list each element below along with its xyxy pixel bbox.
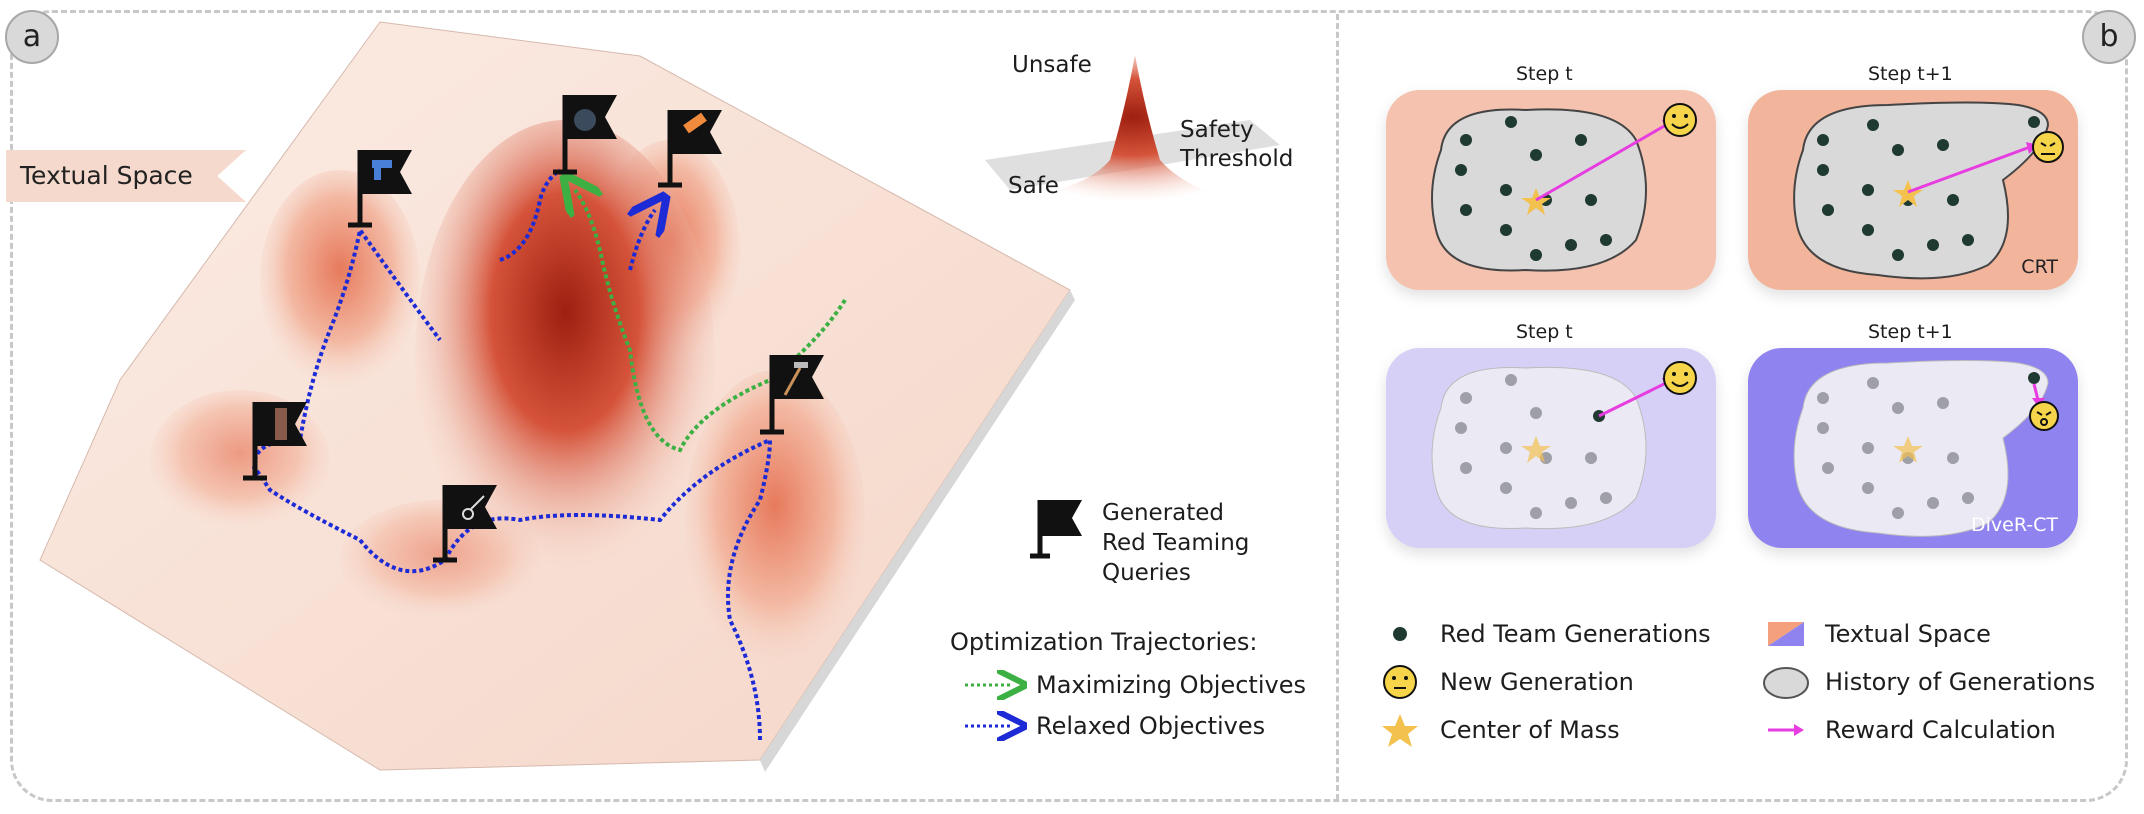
inset-threshold-label: Threshold <box>1180 146 1294 172</box>
flag-legend-line2: Red Teaming <box>1102 530 1250 556</box>
crt-step-t-box <box>1386 90 1716 290</box>
panel-b-badge: b <box>2082 10 2136 64</box>
legend-center-of-mass: Center of Mass <box>1440 716 1620 744</box>
new-generation-icon <box>1383 665 1417 699</box>
panel-divider <box>1336 14 1339 800</box>
legend-red-team-generations: Red Team Generations <box>1440 620 1711 648</box>
hill-door <box>150 390 330 530</box>
textual-space-swatch-icon <box>1768 622 1804 646</box>
diver-step-t1-box: DiveR-CT <box>1748 348 2078 548</box>
box3-step-label: Step t <box>1516 321 1573 343</box>
trajectory-relaxed-label: Relaxed Objectives <box>1036 712 1266 740</box>
safety-inset <box>985 55 1280 210</box>
hill-gun <box>260 170 420 390</box>
trajectory-maximizing-label: Maximizing Objectives <box>1036 671 1306 699</box>
center-of-mass-star-icon <box>1382 714 1418 747</box>
flag-hammer <box>760 355 824 435</box>
green-trajectory <box>575 190 847 453</box>
reward-arrow-icon <box>1768 724 1804 736</box>
legend-new-generation: New Generation <box>1440 668 1634 696</box>
figure-frame <box>10 10 2128 802</box>
textual-space-label: Textual Space <box>20 161 193 190</box>
flag-legend-line1: Generated <box>1102 500 1225 526</box>
panel-a-badge: a <box>5 10 59 64</box>
legend-flag-icon <box>1030 500 1082 559</box>
legend-history-of-generations: History of Generations <box>1825 668 2096 696</box>
crt-tag: CRT <box>2021 256 2058 278</box>
diver-ct-tag: DiveR-CT <box>1970 514 2058 536</box>
legend-reward-calculation: Reward Calculation <box>1825 716 2056 744</box>
history-blob-icon <box>1763 667 1809 699</box>
red-team-dot-icon <box>1393 627 1407 641</box>
inset-unsafe-label: Unsafe <box>1012 52 1092 78</box>
box1-step-label: Step t <box>1516 63 1573 85</box>
flag-door <box>243 402 307 481</box>
blue-trajectory-knife <box>630 210 655 271</box>
flag-scissors <box>433 485 497 563</box>
box2-step-label: Step t+1 <box>1868 63 1953 85</box>
flag-knife <box>658 110 722 188</box>
inset-safe-label: Safe <box>1008 173 1059 199</box>
trajectories-title: Optimization Trajectories: <box>950 628 1258 656</box>
blue-trajectory-bomb <box>499 168 562 262</box>
terrain-illustration <box>39 21 1280 772</box>
inset-safety-label: Safety <box>1180 117 1254 143</box>
flag-gun <box>348 150 412 228</box>
flag-legend-line3: Queries <box>1102 560 1191 586</box>
flag-bomb <box>553 95 617 175</box>
right-legend-icons <box>1382 622 1809 747</box>
legend-textual-space: Textual Space <box>1825 620 1991 648</box>
crt-step-t1-box: CRT <box>1748 90 2078 290</box>
diver-step-t-box <box>1386 348 1716 548</box>
textual-space-banner: Textual Space <box>6 150 246 202</box>
box4-step-label: Step t+1 <box>1868 321 1953 343</box>
ground-shadow <box>760 290 1075 772</box>
